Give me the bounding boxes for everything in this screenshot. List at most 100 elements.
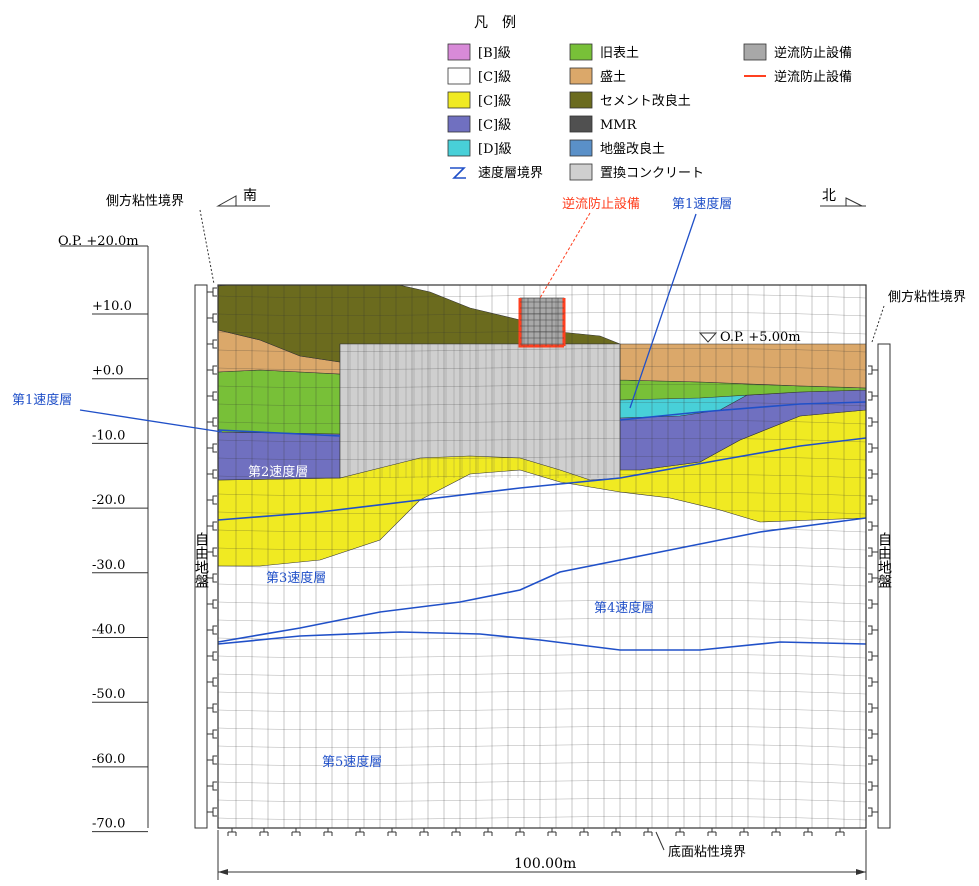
direction-north-label: 北 [822,188,836,204]
ground-level-marker: O.P. +5.00m [698,330,801,345]
velocity-boundary-4 [218,631,866,651]
legend-swatch [447,139,471,157]
dashpot [515,828,525,836]
elevation-tick-label: -30.0 [92,558,125,573]
legend-label: 逆流防止設備 [774,69,852,85]
legend-label: MMR [600,118,638,133]
velocity-boundary-2 [218,437,866,521]
dashpot [707,828,717,836]
lateral-boundary-label-right: 側方粘性境界 [888,289,966,305]
legend-item: 逆流防止設備 [743,43,852,61]
velocity-boundaries [218,401,866,651]
legend-swatch [447,43,471,61]
dashpot [207,729,217,739]
legend-swatch [569,139,593,157]
dashpot [207,781,217,791]
elevation-tick-label: -40.0 [92,623,125,638]
dashpot [207,313,217,323]
legend-swatch [447,91,471,109]
dashpot [868,807,878,817]
elevation-tick-label: -60.0 [92,752,125,767]
velocity-1-left-label: 第1速度層 [12,392,72,408]
legend-item: [C]級 [447,67,511,85]
dashpot [207,677,217,687]
bottom-boundary-label: 底面粘性境界 [668,844,746,860]
lateral-boundary-label-left: 側方粘性境界 [106,193,184,209]
dashpot [868,365,878,375]
direction-south-label: 南 [243,188,257,204]
velocity-boundary-3 [218,517,866,643]
backflow-callout: 逆流防止設備 [539,196,640,299]
dashpot [868,417,878,427]
legend-swatch [569,43,593,61]
velocity-4-label: 第4速度層 [594,600,654,616]
dashpot [387,828,397,836]
legend-swatch [743,43,767,61]
legend-item: 速度層境界 [450,165,543,181]
dashpot [207,443,217,453]
dashpot [355,828,365,836]
dashpot [868,677,878,687]
dashpot [207,651,217,661]
legend-label: [B]級 [478,46,511,61]
legend-swatch [569,67,593,85]
lateral-boundary-leader-left [199,209,215,285]
dashpot [868,443,878,453]
velocity-2-label: 第2速度層 [248,464,308,480]
free-ground-label-left: 自由地盤 [193,532,209,588]
dashpot [419,828,429,836]
velocity-boundary-1-right [619,401,866,421]
dashpot [207,495,217,505]
dashpot [868,521,878,531]
elevation-tick-label: -70.0 [92,817,125,832]
dashpot [227,828,237,836]
dashpot [451,828,461,836]
dashpot [547,828,557,836]
dashpots [207,287,878,836]
dashpot [291,828,301,836]
velocity-1-callout-left: 第1速度層 [12,392,223,433]
legend-label: 置換コンクリート [600,166,704,181]
elevation-top-label: O.P. +20.0m [58,234,139,249]
legend-item: セメント改良土 [569,91,691,109]
dashpot [868,599,878,609]
legend-swatch [569,163,593,181]
dashpot [611,828,621,836]
dashpot [207,391,217,401]
backflow-callout-label: 逆流防止設備 [562,196,640,212]
direction-north: 北 [820,188,866,207]
bottom-boundary-leader [655,831,665,851]
dashpot [675,828,685,836]
legend-label: 逆流防止設備 [774,45,852,61]
legend-item: 地盤改良土 [569,139,665,157]
dashpot [207,703,217,713]
elevation-axis: O.P. +20.0m +10.0+0.0-10.0-20.0-30.0-40.… [58,234,149,833]
legend-label: [C]級 [478,94,511,109]
layer-old-topsoil-left [218,369,341,435]
legend: 凡 例 [B]級[C]級[C]級[C]級[D]級速度層境界旧表土盛土セメント改良… [447,15,852,181]
width-dimension-label: 100.00m [514,856,576,872]
velocity-3-label: 第3速度層 [266,570,326,586]
dashpot [207,469,217,479]
velocity-1-right-label: 第1速度層 [672,196,732,212]
elevation-tick-label: +10.0 [92,299,132,314]
legend-label: 地盤改良土 [600,141,665,157]
legend-item: 逆流防止設備 [744,69,852,85]
dashpot [207,417,217,427]
legend-item: 旧表土 [569,43,639,61]
dashpot [207,287,217,297]
dashpot [207,339,217,349]
legend-swatch [447,67,471,85]
ground-level-label: O.P. +5.00m [720,330,801,345]
dashpot [323,828,333,836]
legend-item: 置換コンクリート [569,163,704,181]
dashpot [207,755,217,765]
legend-swatch [569,91,593,109]
legend-item: [C]級 [447,91,511,109]
legend-label: 旧表土 [600,46,639,61]
legend-item: [B]級 [447,43,511,61]
dashpot [207,625,217,635]
dashpot [868,625,878,635]
legend-item: MMR [569,115,638,133]
